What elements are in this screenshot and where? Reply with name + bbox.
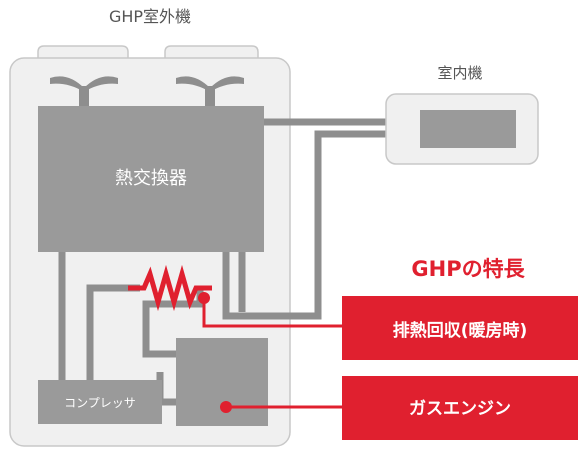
fan-left-icon [50, 76, 118, 106]
features-heading: GHPの特長 [411, 257, 525, 281]
feature-box-gas-engine [342, 376, 578, 440]
leader-dot-exhaust-heat [198, 292, 210, 304]
pipe-left-loop [86, 284, 140, 380]
compressor [38, 380, 162, 424]
feature-box-exhaust-heat [342, 296, 578, 360]
leader-line-exhaust-heat [202, 296, 344, 328]
compressor-label: コンプレッサ [64, 396, 136, 410]
heat-exchanger-label: 熱交換器 [115, 168, 187, 189]
outdoor-unit-top-bumps [37, 45, 259, 61]
indoor-unit-body [420, 110, 516, 148]
fan-right-icon [176, 76, 244, 106]
feature-label-exhaust-heat: 排熱回収(暖房時) [393, 320, 528, 341]
exhaust-heat-resistor-icon [128, 264, 212, 312]
pipe-lower-to-indoor [222, 130, 420, 320]
leader-dot-gas-engine [220, 401, 232, 413]
indoor-unit-title: 室内機 [437, 64, 482, 82]
outdoor-unit-title: GHP室外機 [109, 7, 191, 26]
gas-engine-block [176, 338, 268, 426]
feature-label-gas-engine: ガスエンジン [409, 399, 511, 419]
heat-exchanger [38, 106, 264, 252]
